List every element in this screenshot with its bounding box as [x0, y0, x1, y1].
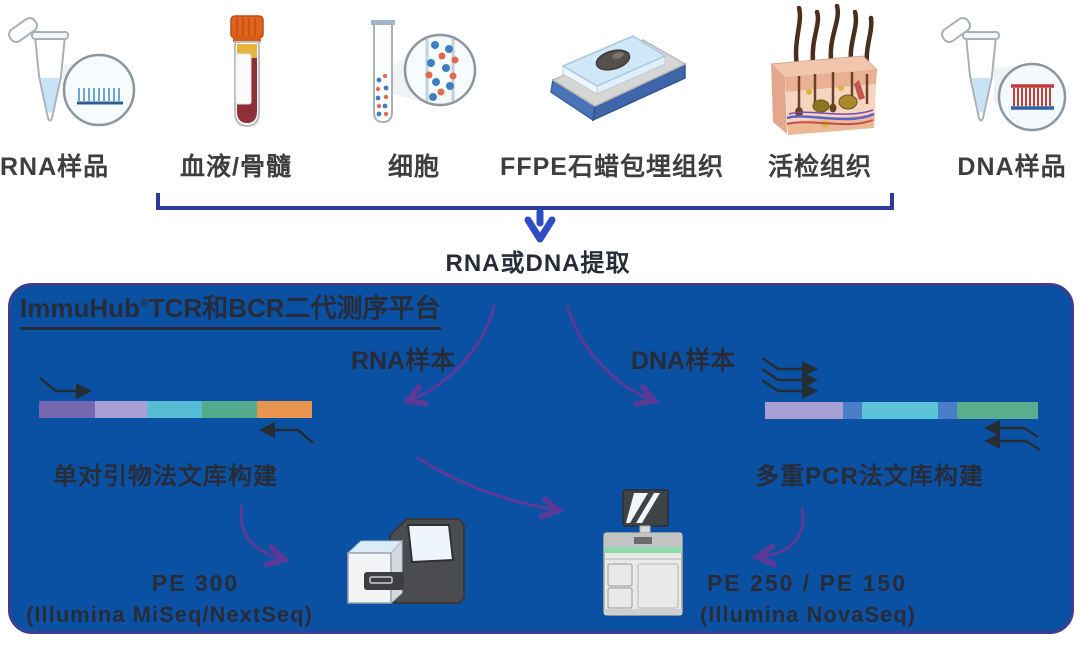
amplicon-segment [257, 401, 312, 418]
blood-tube-icon [228, 14, 268, 128]
amplicon-segment [957, 402, 1038, 419]
left-read-label: PE 300 [151, 570, 240, 596]
platform-title-suffix: TCR和BCR二代测序平台 [148, 293, 441, 323]
miseq-sequencer-icon [345, 515, 470, 610]
rna-tube-icon [5, 14, 137, 138]
platform-brand: ImmuHub [20, 293, 140, 323]
amplicon-segment [202, 401, 257, 418]
extraction-label: RNA或DNA提取 [445, 250, 631, 277]
amplicon-segment [843, 402, 862, 419]
right-read-label: PE 250 / PE 150 [706, 570, 908, 596]
amplicon-segment [765, 402, 843, 419]
sample-label-cell: 细胞 [387, 153, 440, 181]
sample-label-rna: RNA样品 [0, 153, 110, 181]
amplicon-segment [938, 402, 957, 419]
gather-bracket-line [156, 193, 894, 210]
novaseq-sequencer-icon [598, 485, 688, 620]
sample-label-biopsy: 活检组织 [767, 153, 872, 181]
multiplex-pcr-amplicon-bar [765, 402, 1038, 419]
platform-title: ImmuHub®TCR和BCR二代测序平台 [20, 288, 441, 330]
dna-tube-icon [938, 14, 1070, 136]
right-method-label: 多重PCR法文库构建 [755, 463, 984, 490]
extraction-arrow-icon [524, 208, 556, 243]
amplicon-segment [147, 401, 202, 418]
cell-tube-icon [365, 18, 477, 132]
registered-mark: ® [139, 296, 149, 311]
sample-label-blood: 血液/骨髓 [180, 153, 292, 181]
dna-branch-label: DNA样本 [630, 347, 736, 375]
left-instrument-label: (Illumina MiSeq/NextSeq) [26, 602, 313, 627]
amplicon-segment [95, 401, 147, 418]
ffpe-block-icon [525, 18, 690, 130]
single-primer-amplicon-bar [39, 401, 312, 418]
rna-branch-label: RNA样本 [350, 347, 456, 375]
left-method-label: 单对引物法文库构建 [53, 463, 278, 490]
right-instrument-label: (Illumina NovaSeq) [699, 602, 917, 627]
sample-label-dna: DNA样品 [957, 153, 1067, 181]
sample-label-ffpe: FFPE石蜡包埋组织 [500, 153, 724, 181]
amplicon-segment [862, 402, 938, 419]
amplicon-segment [39, 401, 95, 418]
skin-biopsy-icon [755, 0, 885, 138]
